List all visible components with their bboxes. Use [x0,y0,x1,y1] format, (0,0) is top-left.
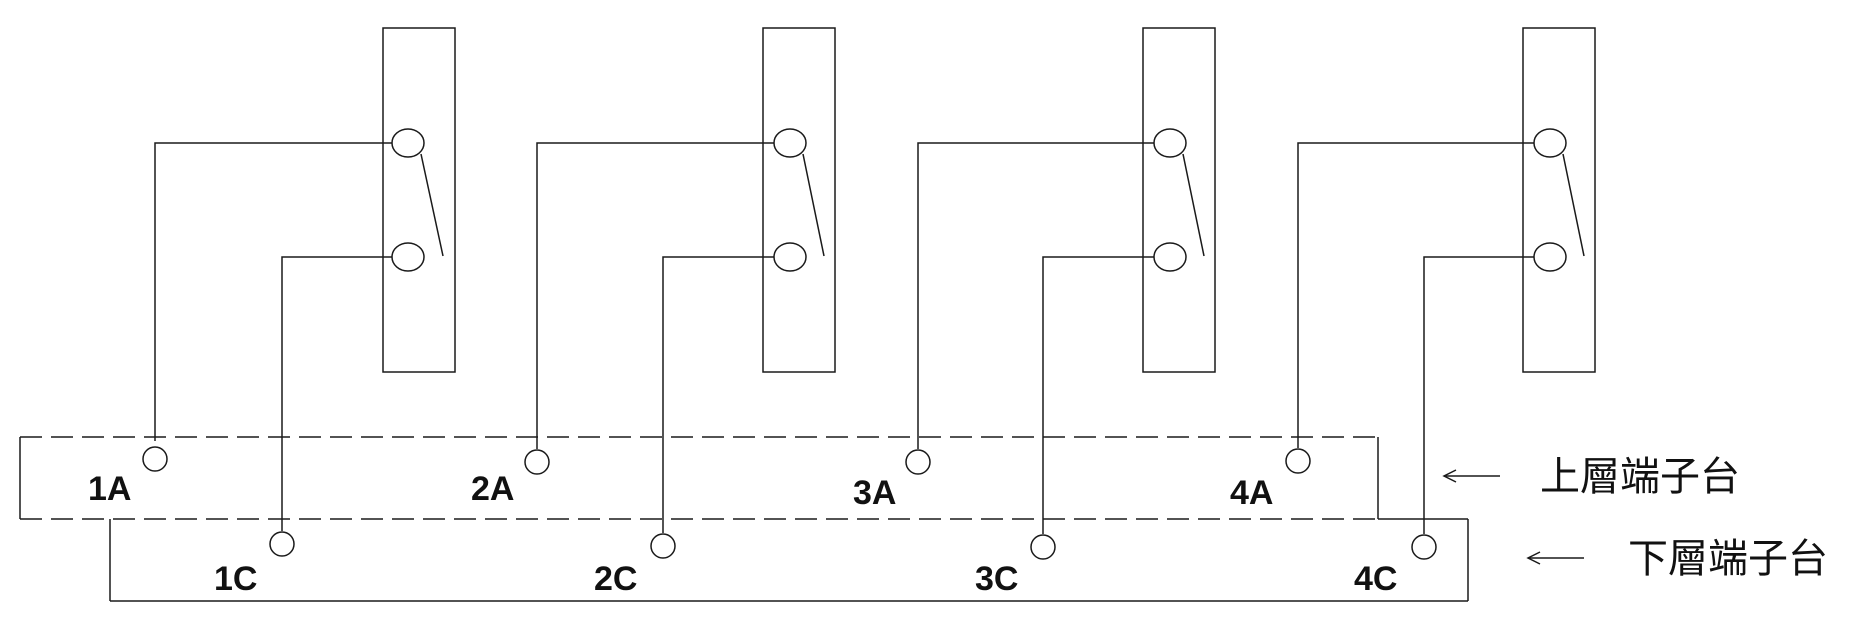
relay-box [1142,27,1216,373]
contact-arm [802,153,825,257]
terminal-label-1c: 1C [214,560,257,598]
terminal-label-1a: 1A [88,470,131,508]
relay-box [382,27,456,373]
relay-terminal-top [773,128,807,158]
relay-terminal-top [1153,128,1187,158]
wire-a [1297,142,1534,448]
terminal-label-2c: 2C [594,560,637,598]
block-terminal-3a [905,449,931,475]
wire-a [536,142,774,449]
relay-terminal-top [391,128,425,158]
block-terminal-2c [650,533,676,559]
relay-terminal-bottom [1533,242,1567,272]
upper-block-label: 上層端子台 [1540,454,1740,500]
relay-terminal-bottom [773,242,807,272]
block-terminal-4c [1411,534,1437,560]
terminal-label-3a: 3A [853,474,896,512]
terminal-label-3c: 3C [975,560,1018,598]
wire-c [1423,256,1534,534]
contact-arm [1562,153,1585,257]
terminal-label-4c: 4C [1354,560,1397,598]
relay-unit-2 [524,27,836,559]
relay-box [762,27,836,373]
lower-block-label: 下層端子台 [1628,536,1828,582]
block-terminal-3c [1030,534,1056,560]
wire-a [917,142,1154,449]
block-terminal-4a [1285,448,1311,474]
relay-unit-4 [1285,27,1596,560]
arrow-head-icon [1526,551,1541,565]
arrow-head-icon [1442,469,1457,483]
wire-c [662,256,774,533]
wire-c [281,256,394,531]
block-terminal-2a [524,449,550,475]
relay-box [1522,27,1596,373]
lower-block-pointer [1526,551,1584,565]
contact-arm [1182,153,1205,257]
contact-arm [420,153,444,257]
relay-unit-1 [142,27,456,557]
relay-terminal-bottom [391,242,425,272]
block-terminal-1a [142,446,168,472]
wire-a [154,142,392,441]
block-terminal-1c [269,531,295,557]
relay-terminal-bottom [1153,242,1187,272]
terminal-label-4a: 4A [1230,474,1273,512]
terminal-label-2a: 2A [471,470,514,508]
wire-c [1042,256,1154,534]
relay-terminal-top [1533,128,1567,158]
relay-unit-3 [905,27,1216,560]
upper-block-pointer [1442,469,1500,483]
